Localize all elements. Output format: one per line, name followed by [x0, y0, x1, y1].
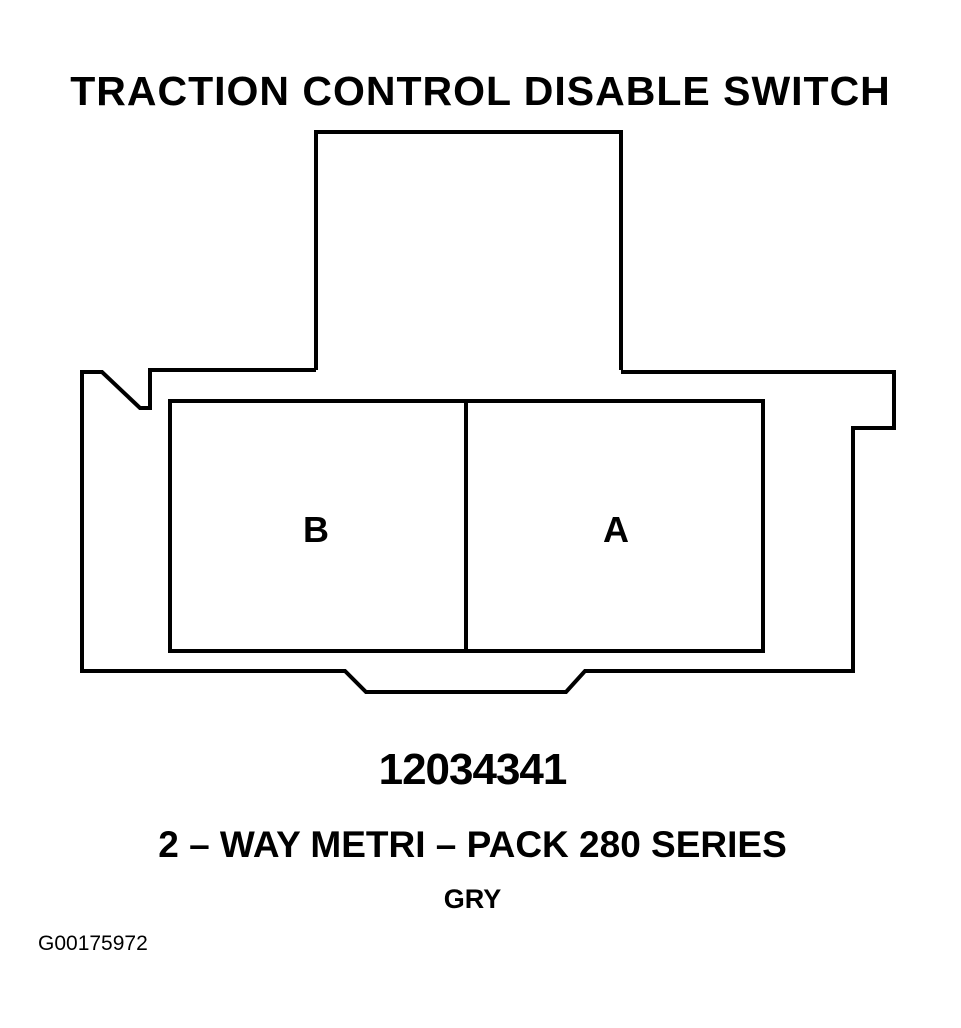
connector-series: 2 – WAY METRI – PACK 280 SERIES — [158, 824, 787, 865]
cavity-b-label: B — [303, 509, 329, 550]
connector-lock-tab — [314, 130, 623, 370]
part-number: 12034341 — [378, 745, 568, 794]
cavity-a-label: A — [603, 509, 629, 550]
connector-body-outline — [80, 368, 896, 694]
connector-color: GRY — [443, 884, 502, 914]
figure-id: G00175972 — [38, 932, 148, 955]
diagram-title: TRACTION CONTROL DISABLE SWITCH — [70, 68, 891, 114]
